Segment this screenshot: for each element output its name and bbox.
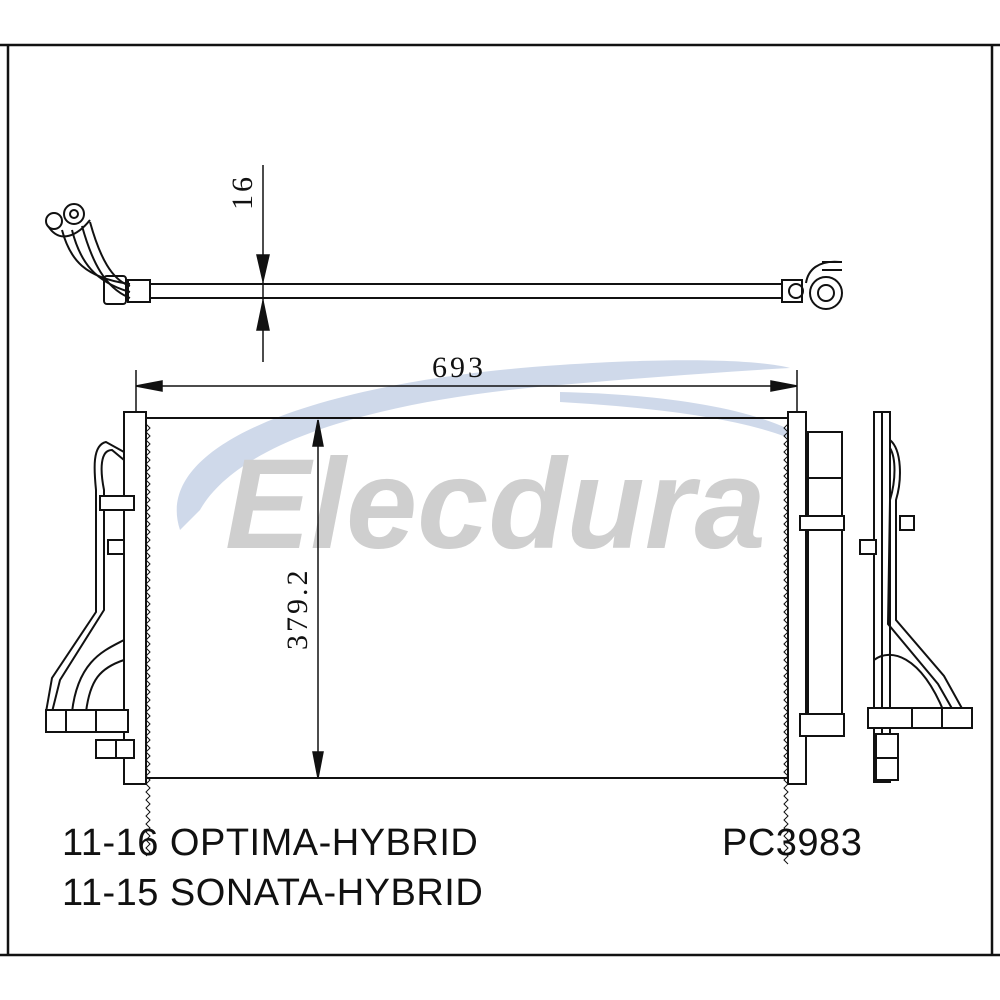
watermark-text: Elecdura <box>225 433 766 576</box>
watermark-swoosh <box>176 360 791 530</box>
part-number: PC3983 <box>722 822 863 864</box>
height-dimension <box>312 419 324 779</box>
watermark-swoosh-right <box>560 392 830 470</box>
model-line-1: 11-16 OPTIMA-HYBRID <box>62 822 479 864</box>
thickness-dimension <box>256 165 270 362</box>
front-view <box>45 411 845 865</box>
drawing-border <box>0 43 1000 957</box>
brand-watermark: Elecdura <box>176 360 830 576</box>
dimension-thickness-label: 16 <box>226 174 259 210</box>
dimension-height-label: 379.2 <box>281 568 314 651</box>
model-line-2: 11-15 SONATA-HYBRID <box>62 872 484 914</box>
side-view <box>859 411 973 783</box>
top-view <box>45 203 843 310</box>
dimension-width-label: 693 <box>432 351 486 384</box>
width-dimension <box>135 370 798 412</box>
